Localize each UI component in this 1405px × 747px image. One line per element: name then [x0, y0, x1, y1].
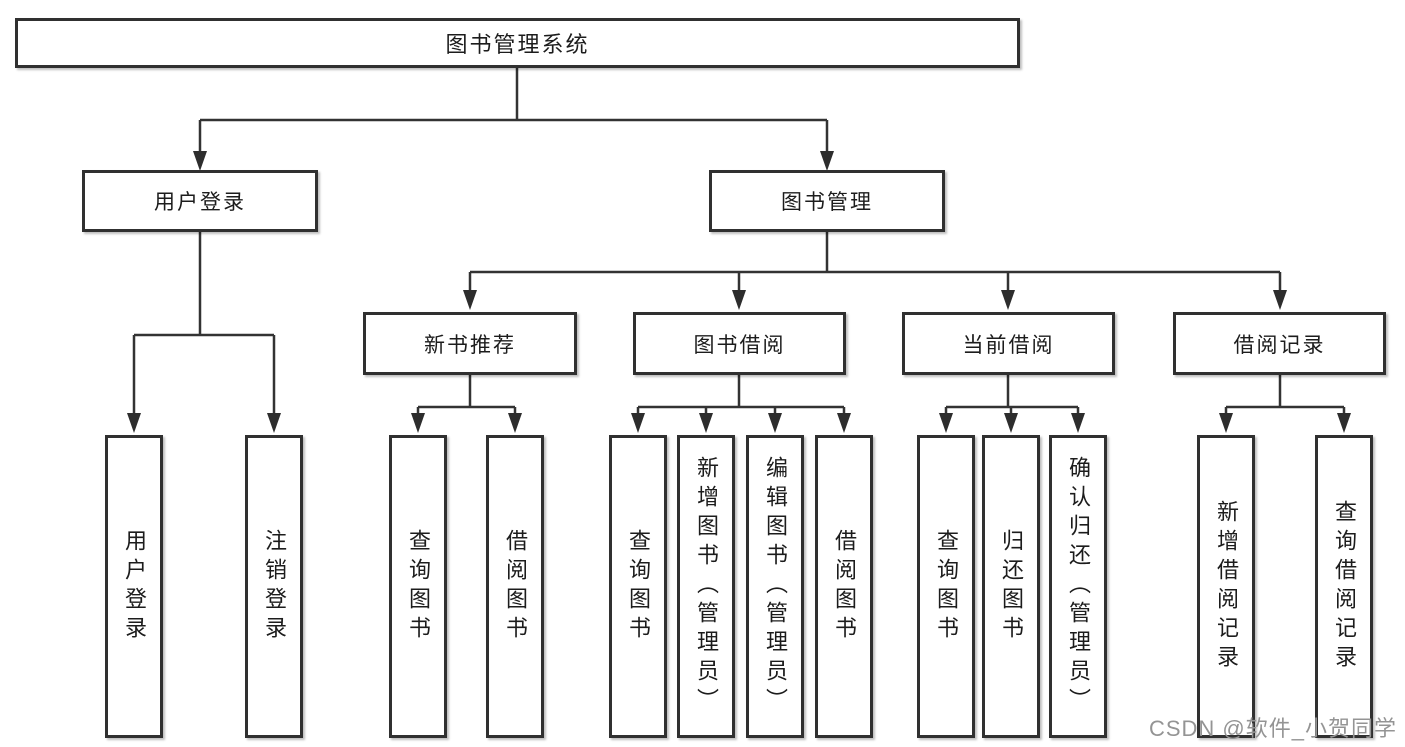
connector-book-borrow-children: [636, 375, 846, 415]
node-leaf-query-books-borrowing: 查询图书: [609, 435, 667, 738]
connector-borrow-record-children: [1224, 375, 1346, 415]
leaf-label: 查询图书: [406, 528, 431, 645]
arrowheads-level3: [463, 290, 1287, 310]
node-leaf-query-books-recommend: 查询图书: [389, 435, 447, 738]
node-book-borrowing: 图书借阅: [633, 312, 846, 375]
node-current-borrowing: 当前借阅: [902, 312, 1115, 375]
node-user-login-group: 用户登录: [82, 170, 318, 232]
leaf-label: 查询图书: [934, 528, 959, 645]
node-leaf-confirm-return-admin: 确认归还（管理员）: [1049, 435, 1107, 738]
leaf-label: 归还图书: [999, 528, 1024, 645]
leaf-label: 注销登录: [262, 528, 287, 645]
node-book-management: 图书管理: [709, 170, 945, 232]
node-leaf-query-borrow-record: 查询借阅记录: [1315, 435, 1373, 738]
leaf-label: 确认归还（管理员）: [1066, 456, 1091, 717]
leaf-label: 用户登录: [122, 528, 147, 645]
connector-user-login-children: [132, 232, 276, 415]
connector-root-to-level2: [198, 68, 829, 153]
node-leaf-borrow-books-recommend: 借阅图书: [486, 435, 544, 738]
node-leaf-borrow-books: 借阅图书: [815, 435, 873, 738]
leaf-label: 借阅图书: [832, 528, 857, 645]
node-library-management-system: 图书管理系统: [15, 18, 1020, 68]
leaf-label: 新增借阅记录: [1214, 499, 1239, 674]
node-leaf-query-books-current: 查询图书: [917, 435, 975, 738]
node-leaf-user-login: 用户登录: [105, 435, 163, 738]
csdn-watermark: CSDN @软件_小贺同学: [1148, 716, 1397, 741]
node-leaf-edit-books-admin: 编辑图书（管理员）: [746, 435, 804, 738]
leaf-label: 新增图书（管理员）: [694, 456, 719, 717]
leaf-label: 查询图书: [626, 528, 651, 645]
leaf-label: 借阅图书: [503, 528, 528, 645]
connector-new-book-children: [416, 375, 517, 415]
arrowheads-leaf-row: [411, 413, 1351, 433]
node-leaf-logout: 注销登录: [245, 435, 303, 738]
connector-book-mgmt-to-level3: [468, 232, 1282, 292]
node-borrowing-records: 借阅记录: [1173, 312, 1386, 375]
node-leaf-add-borrow-record: 新增借阅记录: [1197, 435, 1255, 738]
arrowheads-user-login-children: [127, 413, 281, 433]
leaf-label: 编辑图书（管理员）: [763, 456, 788, 717]
leaf-label: 查询借阅记录: [1332, 499, 1357, 674]
arrowheads-level2: [193, 151, 834, 171]
connector-current-borrow-children: [944, 375, 1080, 415]
node-leaf-return-books: 归还图书: [982, 435, 1040, 738]
node-new-book-recommend: 新书推荐: [363, 312, 577, 375]
node-leaf-add-books-admin: 新增图书（管理员）: [677, 435, 735, 738]
